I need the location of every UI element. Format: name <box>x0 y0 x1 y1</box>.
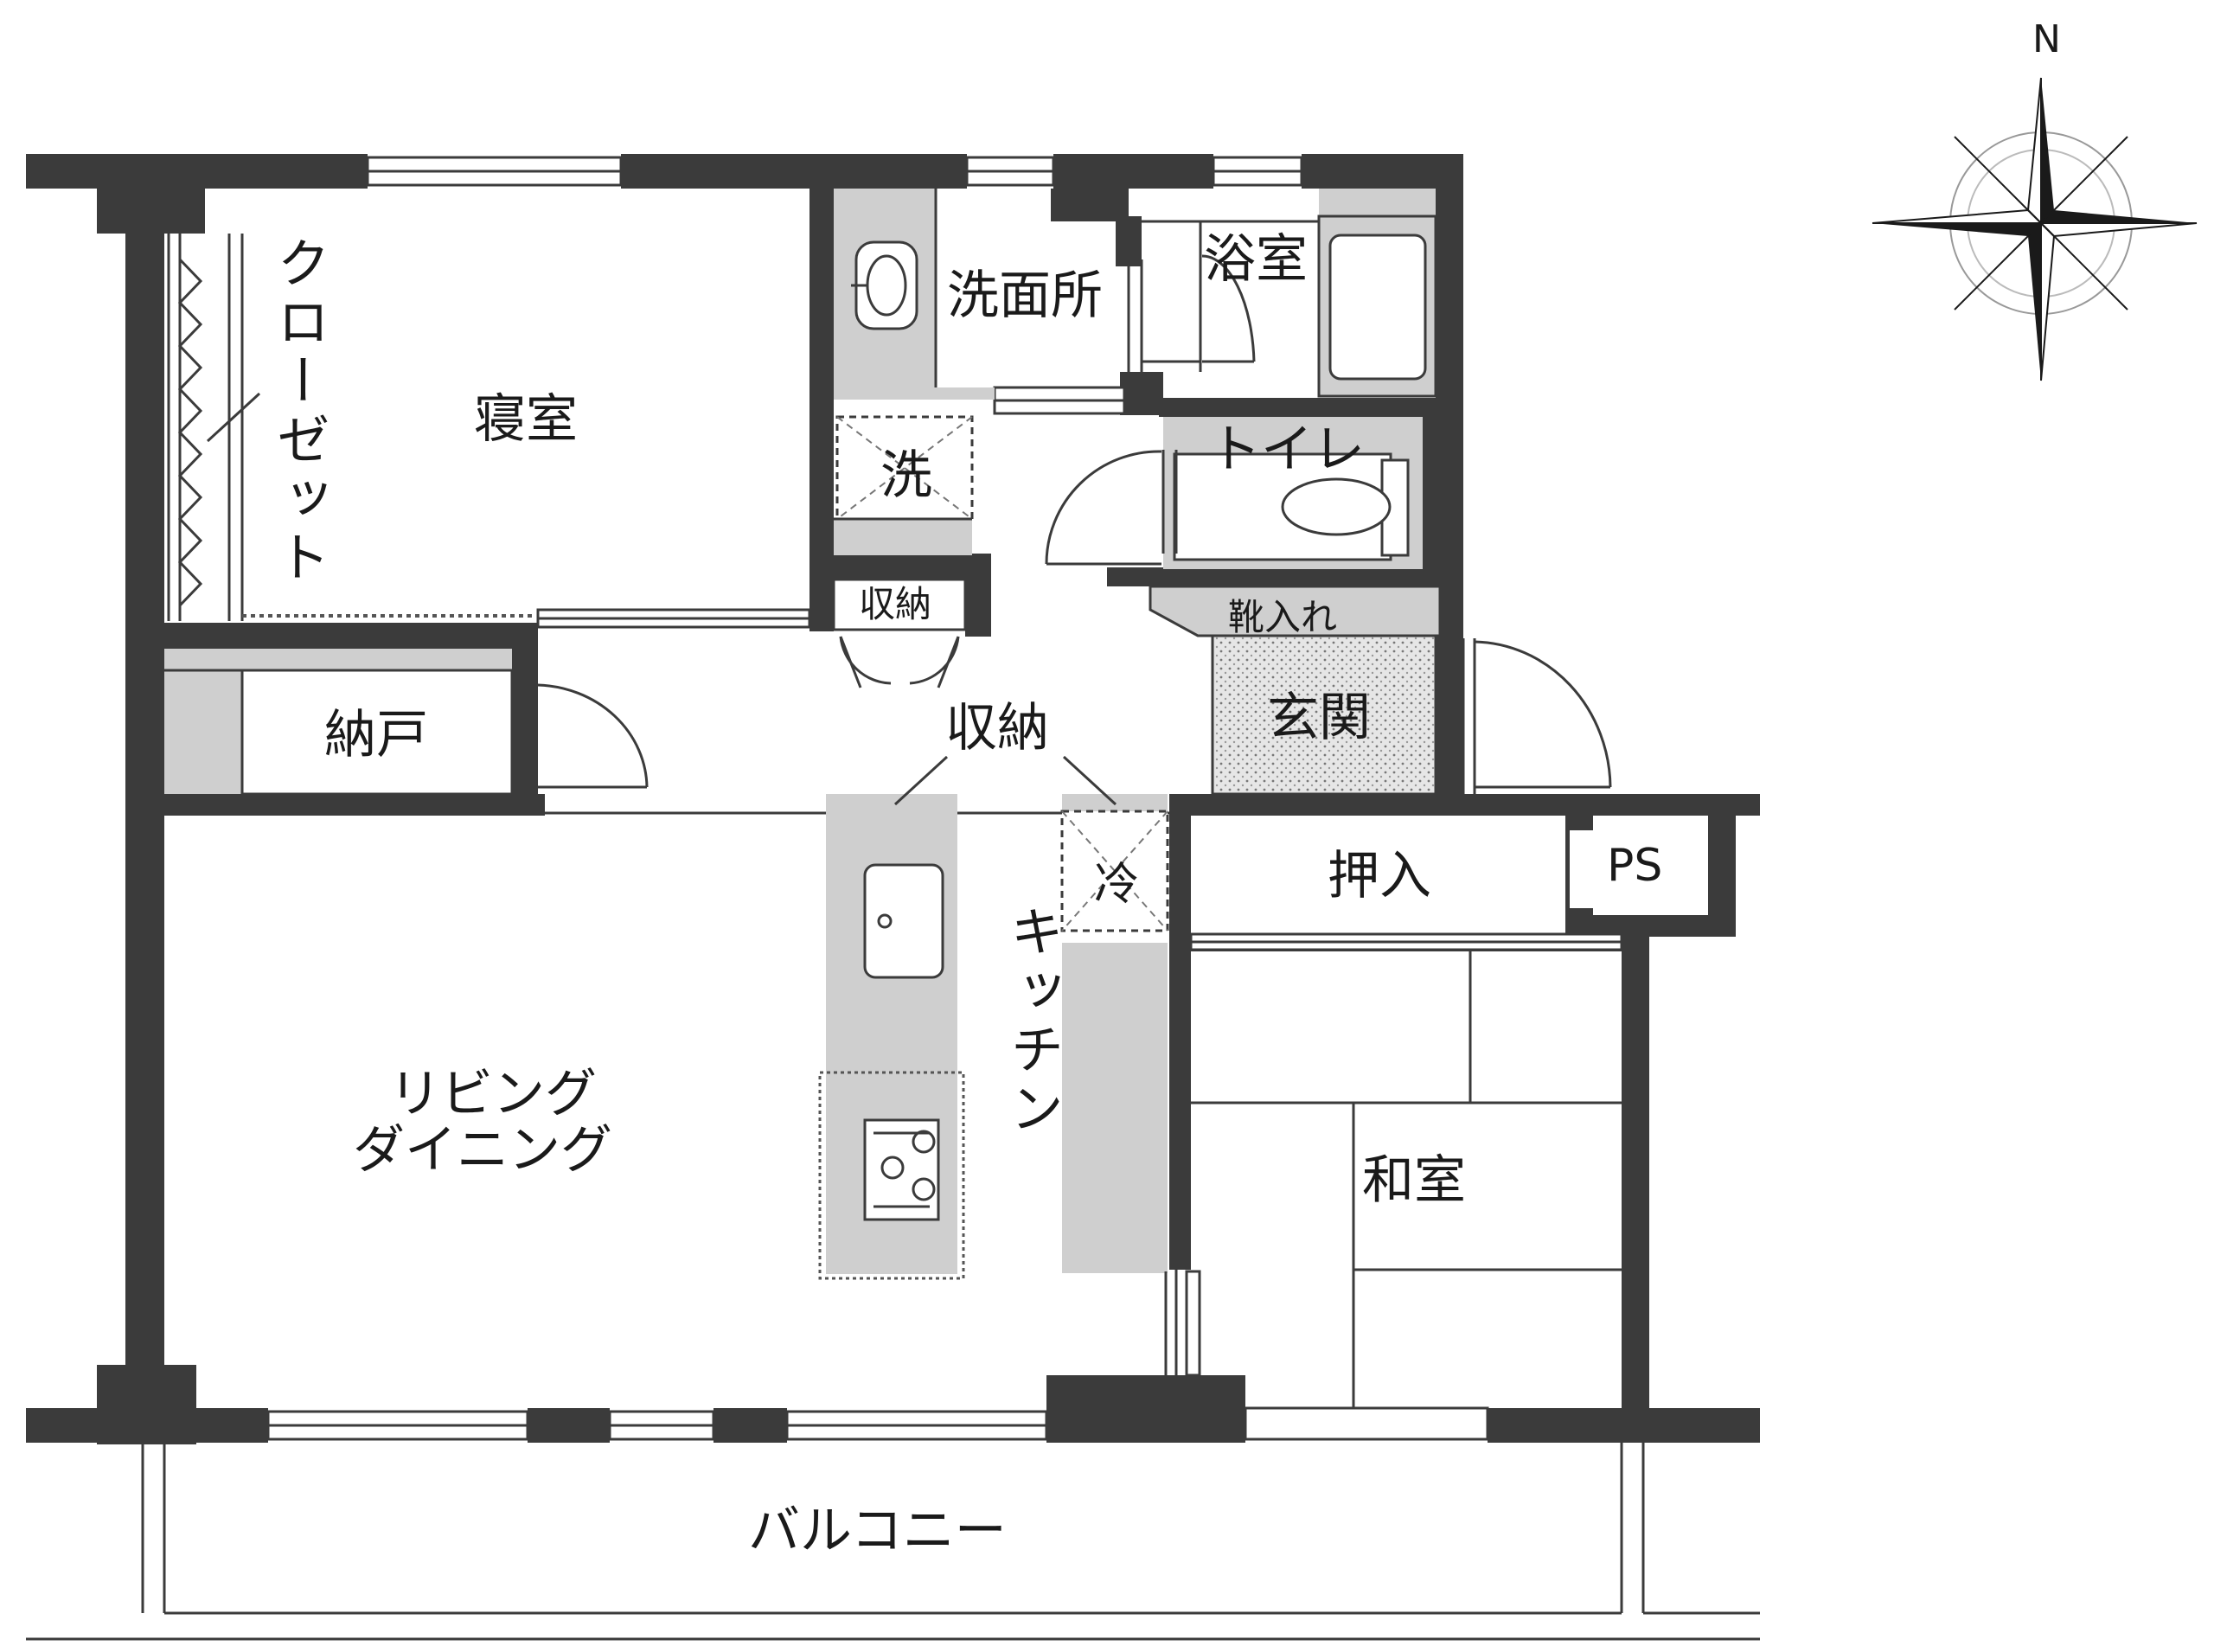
closet <box>167 234 536 621</box>
room-label-ps: PS <box>1607 840 1662 892</box>
room-label-oshiire: 押入 <box>1328 846 1431 906</box>
room-label-washroom: 洗面所 <box>947 266 1103 326</box>
room-label-washer: 洗 <box>880 445 932 506</box>
bathroom <box>1127 189 1437 398</box>
kitchen-island <box>818 794 965 1280</box>
room-label-bathroom: 浴室 <box>1204 229 1308 290</box>
room-label-living-line1: リビング <box>389 1064 597 1124</box>
room-label-balcony: バルコニー <box>748 1501 1007 1561</box>
room-label-shoe-storage: 靴入れ <box>1228 596 1337 638</box>
room-label-washitsu: 和室 <box>1362 1150 1466 1211</box>
room-label-storage: 収納 <box>945 698 1049 759</box>
balcony <box>26 1443 1760 1641</box>
entrance <box>1211 634 1612 796</box>
storeroom <box>164 649 649 796</box>
exterior-walls <box>26 154 1760 1444</box>
compass-rose-icon <box>1872 77 2198 381</box>
room-label-refrigerator: 冷 <box>1094 859 1139 911</box>
room-label-toilet: トイレ <box>1209 419 1365 480</box>
hall-storage <box>832 578 967 688</box>
washroom <box>834 189 1126 415</box>
room-label-kitchen: キッチン <box>1001 904 1064 1139</box>
room-label-storeroom: 納戸 <box>324 705 428 765</box>
room-label-entrance: 玄関 <box>1267 688 1371 748</box>
laundry-space <box>834 415 974 555</box>
room-label-storage-small: 収納 <box>859 583 931 625</box>
room-label-closet: クローゼット <box>267 235 330 588</box>
interior-walls <box>164 189 1622 1270</box>
bedroom-door <box>536 608 811 629</box>
room-label-living-line2: ダイニング <box>353 1120 612 1181</box>
toilet <box>1045 417 1423 569</box>
washitsu <box>1164 932 1623 1441</box>
compass-north-label: N <box>2032 17 2061 61</box>
room-label-bedroom: 寝室 <box>474 389 578 450</box>
